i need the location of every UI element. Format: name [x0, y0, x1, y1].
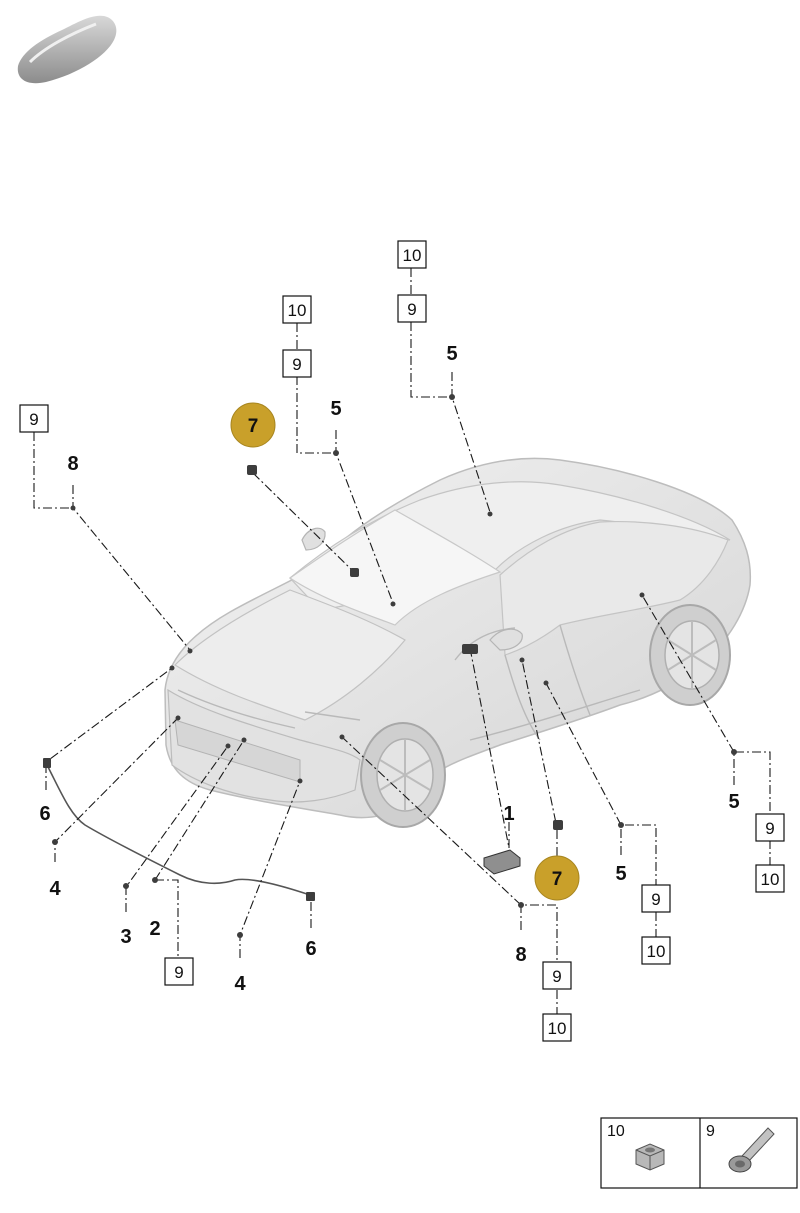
- callout-5-second: 5: [330, 398, 341, 420]
- callout-4-bottom: 4: [234, 973, 246, 995]
- box-label-9-far-right: 9: [755, 813, 785, 842]
- box-label-9-bottom-center: 9: [542, 961, 572, 990]
- svg-text:10: 10: [288, 301, 307, 320]
- vehicle-illustration: [164, 457, 752, 828]
- car-thumbnail-icon: [17, 15, 117, 84]
- hardware-legend: 10 9: [600, 1117, 798, 1189]
- callout-6-right: 6: [305, 938, 316, 960]
- box-label-9-bottom-left: 9: [164, 957, 194, 986]
- legend-number-10: 10: [607, 1123, 625, 1140]
- callout-5-top: 5: [446, 343, 457, 365]
- svg-text:10: 10: [548, 1019, 567, 1038]
- callout-2: 2: [149, 918, 160, 940]
- svg-text:10: 10: [403, 246, 422, 265]
- front-wheel: [360, 722, 446, 828]
- box-label-9-top: 9: [397, 294, 427, 323]
- svg-text:9: 9: [552, 967, 561, 986]
- callout-3: 3: [120, 926, 131, 948]
- badge-7-top: 7: [230, 402, 276, 448]
- box-label-10-second: 10: [282, 295, 312, 324]
- svg-text:7: 7: [248, 416, 259, 437]
- callout-8-left: 8: [67, 453, 78, 475]
- part-markers: [43, 394, 737, 938]
- box-label-10-bottom-center: 10: [542, 1013, 572, 1042]
- callout-8-bottom: 8: [515, 944, 526, 966]
- leader-lines: [33, 268, 771, 1014]
- svg-text:9: 9: [174, 963, 183, 982]
- svg-text:10: 10: [647, 942, 666, 961]
- callout-6-left: 6: [39, 803, 50, 825]
- callout-1: 1: [503, 803, 514, 825]
- legend-number-9: 9: [706, 1123, 715, 1140]
- box-label-10-mid-right: 10: [641, 936, 671, 965]
- box-label-10-top: 10: [397, 240, 427, 269]
- svg-text:9: 9: [407, 300, 416, 319]
- svg-text:9: 9: [651, 890, 660, 909]
- rear-wheel: [649, 604, 731, 706]
- box-label-9-left: 9: [19, 404, 49, 433]
- svg-text:9: 9: [29, 410, 38, 429]
- bolt-icon: [728, 1127, 775, 1173]
- svg-text:9: 9: [765, 819, 774, 838]
- badge-7-bottom: 7: [534, 855, 580, 901]
- svg-text:9: 9: [292, 355, 301, 374]
- svg-text:10: 10: [761, 870, 780, 889]
- wiring-harness: [46, 764, 311, 896]
- callout-5-right: 5: [728, 791, 739, 813]
- callout-4-left: 4: [49, 878, 61, 900]
- svg-text:7: 7: [552, 869, 563, 890]
- box-label-10-far-right: 10: [755, 864, 785, 893]
- callout-5-mid: 5: [615, 863, 626, 885]
- control-unit-icon: [483, 849, 521, 875]
- nut-icon: [635, 1143, 665, 1171]
- box-label-9-mid-right: 9: [641, 884, 671, 913]
- box-label-9-second: 9: [282, 349, 312, 378]
